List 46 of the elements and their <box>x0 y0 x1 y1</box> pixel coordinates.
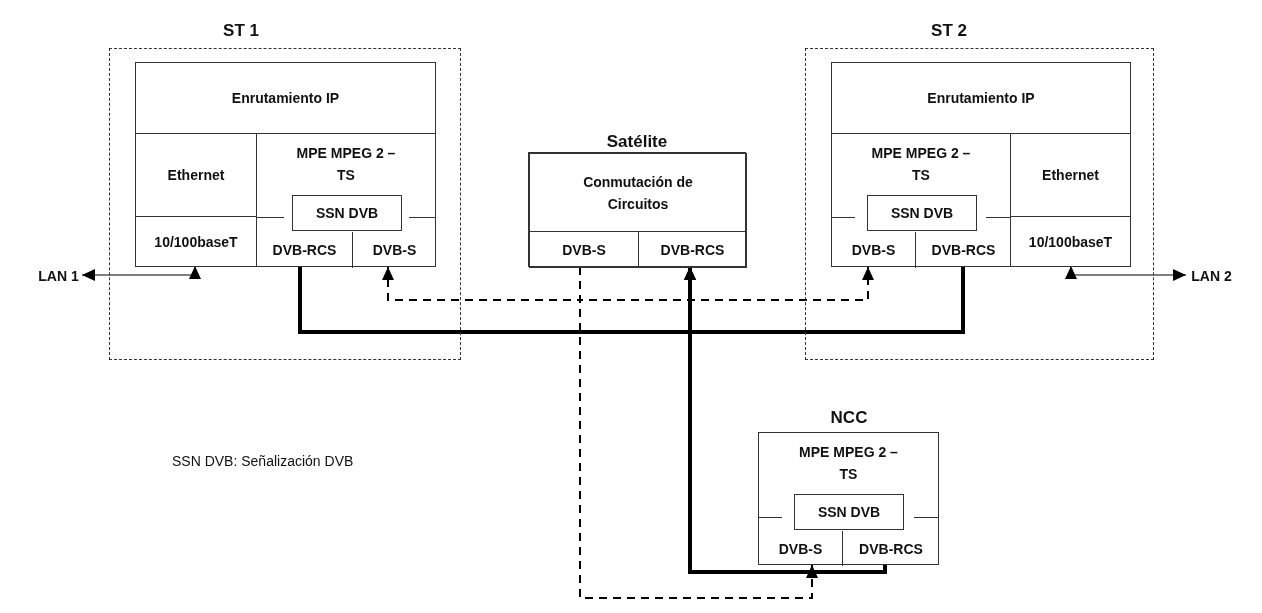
layer-text: MPE MPEG 2 – TS <box>871 144 971 185</box>
arrow <box>1065 265 1187 281</box>
layer-text: Enrutamiento IP <box>927 89 1035 108</box>
group-title: NCC <box>830 408 868 428</box>
layer-text: 10/100baseT <box>154 232 238 252</box>
group-title: ST 1 <box>223 21 259 41</box>
protocol-layer-cell <box>256 133 436 267</box>
layer-text: Enrutamiento IP <box>231 89 340 108</box>
layer-text: DVB-RCS <box>272 241 337 260</box>
arrow <box>684 267 887 574</box>
note-text: SSN DVB: Señalización DVB <box>172 453 354 469</box>
layer-text: SSN DVB <box>817 503 881 522</box>
protocol-layer-cell <box>135 62 436 134</box>
signaling-box <box>867 195 977 231</box>
layer-text: LAN 2 <box>1191 266 1232 285</box>
protocol-layer-cell <box>831 133 1011 267</box>
layer-text: SSN DVB <box>890 204 954 223</box>
arrow <box>579 266 874 301</box>
group-title: ST 2 <box>931 21 967 41</box>
layer-text: SSN DVB <box>315 204 379 223</box>
layer-text: LAN 1 <box>38 266 79 285</box>
protocol-layer-cell <box>529 231 639 268</box>
group-title: Satélite <box>606 132 668 152</box>
layer-text: DVB-S <box>372 241 417 260</box>
layer-text: DVB-RCS <box>859 539 923 559</box>
layer-text: Ethernet <box>167 166 225 185</box>
layer-text: DVB-RCS <box>931 241 996 260</box>
layer-text: DVB-S <box>851 241 896 260</box>
layer-text: Ethernet <box>1042 166 1099 185</box>
arrow <box>579 266 818 599</box>
layer-text: MPE MPEG 2 – TS <box>798 443 899 484</box>
signaling-box <box>292 195 402 231</box>
layer-text: DVB-S <box>778 539 823 559</box>
protocol-layer-cell <box>1010 216 1131 267</box>
protocol-layer-cell <box>831 62 1131 134</box>
protocol-layer-cell <box>529 153 747 232</box>
layer-text: Conmutación de Circuitos <box>582 172 694 214</box>
layer-text: DVB-S <box>562 240 606 260</box>
arrow <box>382 266 581 301</box>
layer-text: 10/100baseT <box>1028 232 1113 252</box>
layer-text: MPE MPEG 2 – TS <box>296 144 396 185</box>
layer-text: DVB-RCS <box>660 240 725 260</box>
signaling-box <box>794 494 904 530</box>
protocol-layer-cell <box>135 216 257 267</box>
protocol-layer-cell <box>638 231 747 268</box>
arrow <box>81 265 201 281</box>
